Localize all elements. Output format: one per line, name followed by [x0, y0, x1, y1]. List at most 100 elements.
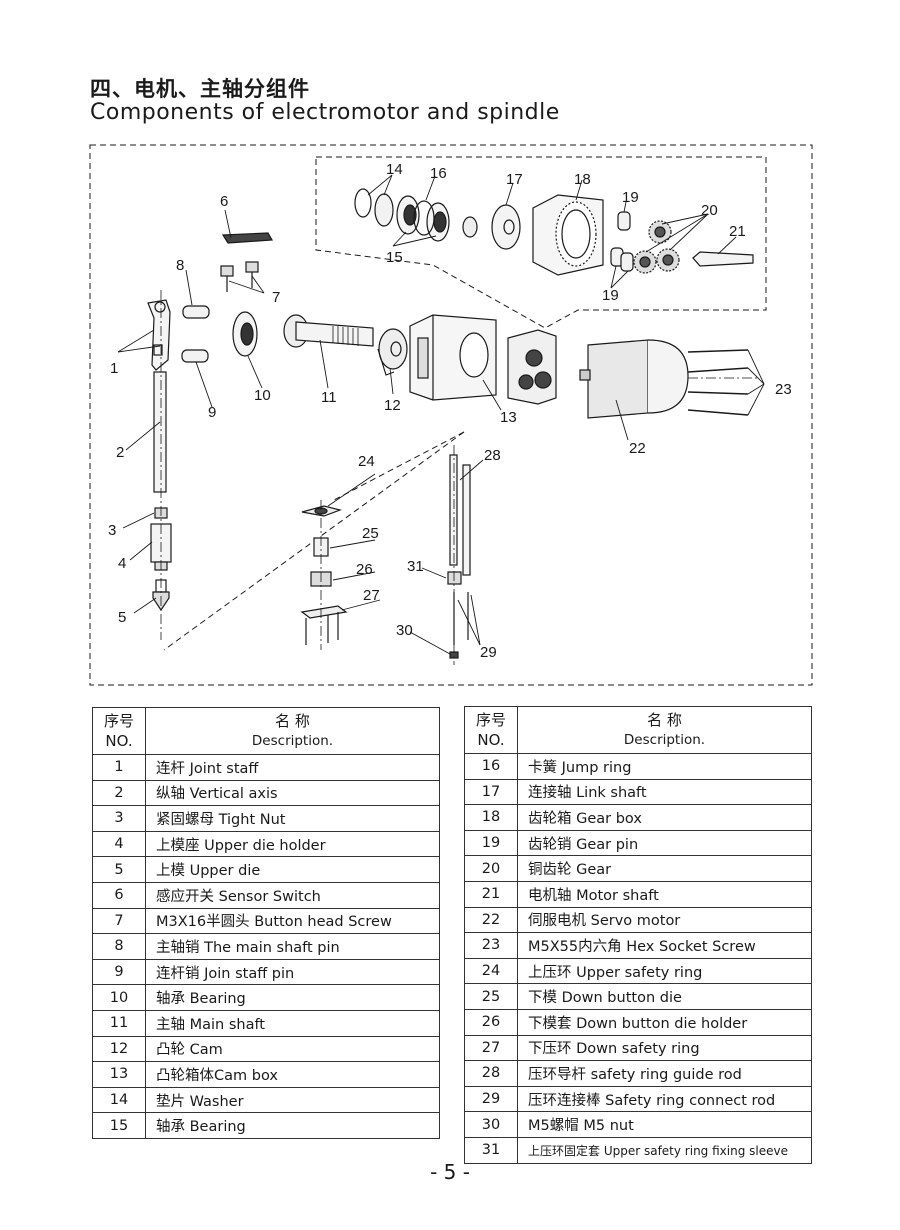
part-description: 连杆销 Join staff pin	[145, 958, 440, 986]
part-number: 12	[92, 1035, 146, 1063]
callout-21: 21	[729, 223, 746, 240]
connect-rods-part	[453, 592, 469, 645]
header-no: 序号 NO.	[464, 706, 518, 754]
table-header-row: 序号 NO. 名 称 Description.	[92, 707, 440, 755]
part-description: 垫片 Washer	[145, 1086, 440, 1114]
part-description: 伺服电机 Servo motor	[517, 906, 812, 934]
part-number: 27	[464, 1034, 518, 1062]
part-number: 31	[464, 1136, 518, 1164]
part-number: 19	[464, 829, 518, 857]
header-description: 名 称 Description.	[145, 707, 440, 755]
part-number: 30	[464, 1111, 518, 1138]
part-description: 铜齿轮 Gear	[517, 855, 812, 882]
callout-23: 23	[775, 381, 792, 398]
callout-15: 15	[386, 249, 403, 266]
part-description: 轴承 Bearing	[145, 1112, 440, 1139]
callout-12: 12	[384, 397, 401, 414]
callout-8: 8	[176, 257, 184, 274]
bearing-15-part	[396, 195, 450, 242]
part-description: 连接轴 Link shaft	[517, 778, 812, 806]
part-description: 主轴 Main shaft	[145, 1009, 440, 1037]
part-number: 23	[464, 932, 518, 959]
part-number: 15	[92, 1112, 146, 1139]
part-description: 压环导杆 safety ring guide rod	[517, 1060, 812, 1087]
part-number: 8	[92, 933, 146, 960]
main-shaft-pin-part	[182, 305, 210, 319]
callout-31: 31	[407, 558, 424, 575]
header-no-en: NO.	[477, 731, 505, 749]
part-number: 16	[464, 753, 518, 780]
callout-17: 17	[506, 171, 523, 188]
main-shaft-part	[283, 314, 374, 348]
bearing-10-part	[232, 311, 258, 357]
header-desc-en: Description.	[251, 733, 334, 749]
header-no-en: NO.	[105, 732, 133, 750]
callout-13: 13	[500, 409, 517, 426]
callout-14: 14	[386, 161, 403, 178]
safety-ring-guide-rods-part	[449, 454, 471, 576]
sensor-switch-part	[221, 232, 273, 244]
motor-shaft-part	[692, 251, 754, 267]
diagram-frame	[89, 144, 813, 686]
part-number: 7	[92, 907, 146, 935]
callout-6: 6	[220, 193, 228, 210]
callout-18: 18	[574, 171, 591, 188]
callout-11: 11	[321, 389, 337, 406]
part-number: 24	[464, 957, 518, 985]
part-number: 22	[464, 906, 518, 934]
callout-27: 27	[363, 587, 380, 604]
part-description: 轴承 Bearing	[145, 984, 440, 1011]
callout-20: 20	[701, 202, 718, 219]
header-no: 序号 NO.	[92, 707, 146, 755]
upper-safety-ring-part	[301, 505, 343, 517]
callout-26: 26	[356, 561, 373, 578]
callout-1: 1	[110, 360, 118, 377]
part-description: 上压环固定套 Upper safety ring fixing sleeve	[517, 1136, 812, 1164]
part-number: 17	[464, 778, 518, 806]
callout-25: 25	[362, 525, 379, 542]
part-description: 下模 Down button die	[517, 983, 812, 1010]
joint-staff-part	[147, 299, 171, 371]
part-number: 20	[464, 855, 518, 882]
part-number: 9	[92, 958, 146, 986]
callout-10: 10	[254, 387, 271, 404]
fixing-sleeve-part	[447, 571, 462, 585]
callout-19-top: 19	[622, 189, 639, 206]
part-number: 28	[464, 1060, 518, 1087]
part-number: 26	[464, 1008, 518, 1036]
part-description: 齿轮销 Gear pin	[517, 829, 812, 857]
part-number: 21	[464, 880, 518, 908]
callout-7: 7	[272, 289, 280, 306]
part-number: 1	[92, 754, 146, 781]
section-title-english: Components of electromotor and spindle	[90, 100, 560, 125]
part-description: 凸轮 Cam	[145, 1035, 440, 1063]
part-description: 齿轮箱 Gear box	[517, 804, 812, 831]
gear-pin-part	[610, 211, 634, 272]
hex-socket-screws-part	[687, 349, 749, 416]
gear-box-mounted-part	[507, 329, 557, 405]
part-description: 下模套 Down button die holder	[517, 1008, 812, 1036]
part-description: 下压环 Down safety ring	[517, 1034, 812, 1062]
servo-motor-part	[579, 339, 689, 419]
